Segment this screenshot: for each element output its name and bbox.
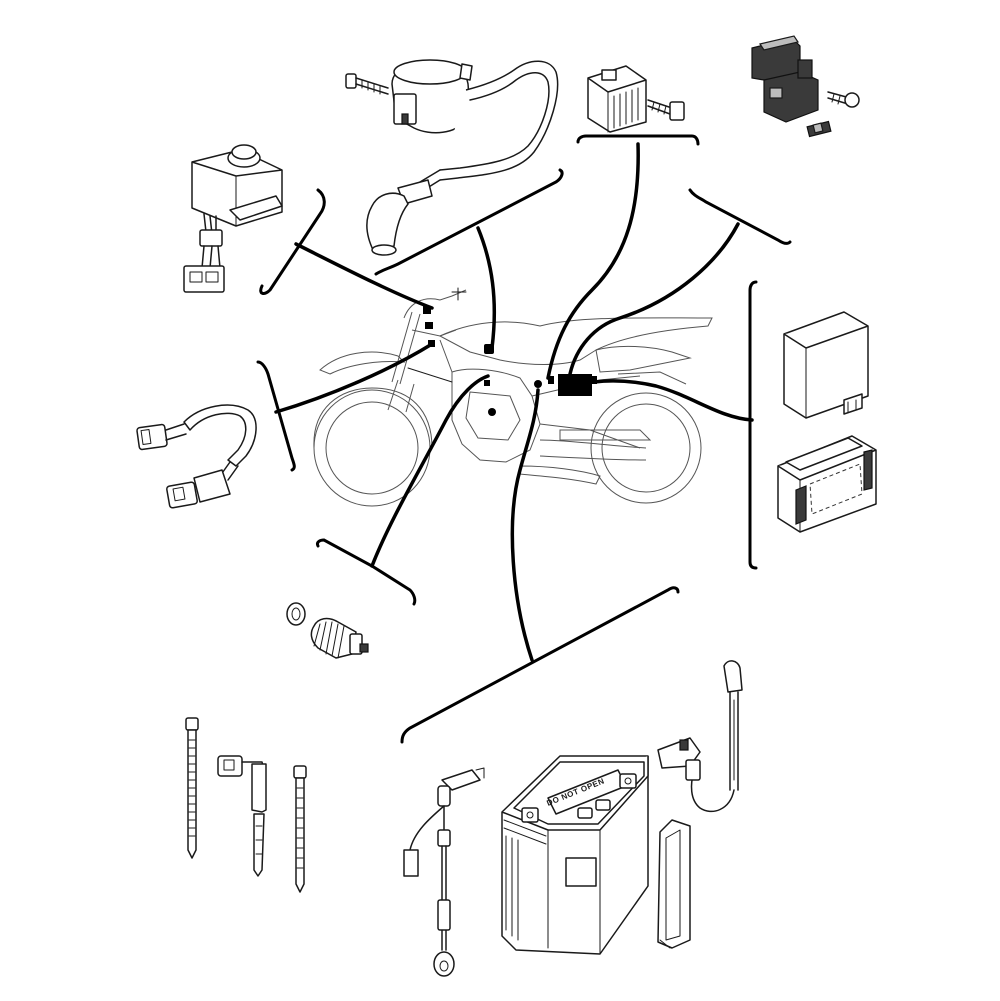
neutral-switch-part bbox=[286, 602, 369, 659]
leader-lines bbox=[274, 142, 754, 662]
cable-tie-short bbox=[293, 765, 307, 893]
cdi-unit-part bbox=[783, 311, 869, 419]
ignition-coil-part bbox=[345, 59, 559, 256]
group-brackets bbox=[256, 134, 792, 744]
cdi-holder-part bbox=[777, 435, 877, 533]
battery-band-part bbox=[657, 819, 691, 949]
harness-connectors bbox=[423, 287, 597, 416]
cable-tie-long bbox=[185, 717, 199, 859]
positive-battery-lead bbox=[657, 660, 743, 813]
negative-battery-lead bbox=[403, 767, 485, 977]
motorcycle-outline bbox=[313, 289, 713, 507]
wire-clamp-part bbox=[217, 755, 267, 877]
sensor-harness-part bbox=[136, 404, 257, 509]
starter-relay-part bbox=[183, 144, 283, 293]
regulator-part bbox=[587, 65, 685, 133]
battery-part: DO NOT OPEN bbox=[501, 755, 649, 955]
relay-part bbox=[751, 35, 860, 138]
